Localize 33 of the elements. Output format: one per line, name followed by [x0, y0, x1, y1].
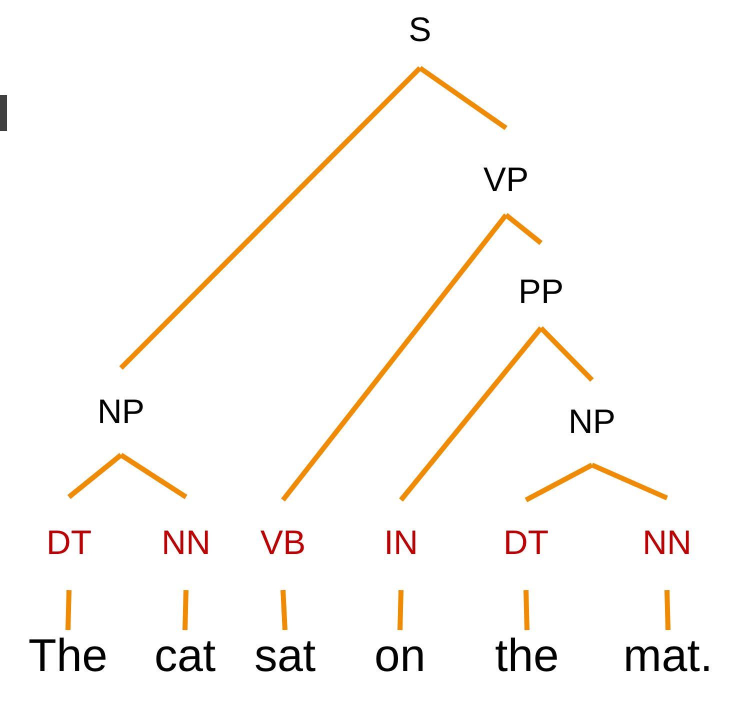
word-label: on	[374, 632, 426, 678]
tree-branch	[66, 590, 72, 630]
tag-label: DT	[503, 526, 549, 560]
phrase-label: S	[408, 13, 432, 47]
tree-branch	[280, 590, 288, 630]
tag-label: IN	[384, 526, 418, 560]
word-label: The	[28, 632, 108, 678]
tag-label: VB	[260, 526, 306, 560]
tag-label: NN	[642, 526, 692, 560]
tree-branch	[591, 462, 668, 500]
tag-label: DT	[46, 526, 92, 560]
tree-branch	[119, 66, 422, 370]
tree-branch	[504, 213, 543, 245]
tree-branch	[664, 590, 670, 630]
phrase-label: VP	[483, 163, 529, 197]
phrase-label: PP	[518, 275, 564, 309]
word-label: cat	[154, 632, 216, 678]
tree-branch	[67, 453, 123, 499]
tree-branch	[418, 66, 508, 130]
word-label: the	[495, 632, 559, 678]
tree-branch	[524, 462, 594, 502]
tag-label: NN	[161, 526, 211, 560]
tree-branch	[539, 326, 594, 382]
tree-branch	[399, 326, 543, 502]
word-label: mat.	[623, 632, 713, 678]
phrase-label: NP	[97, 395, 145, 429]
tree-branch	[281, 213, 508, 502]
tree-branch	[182, 590, 188, 630]
phrase-label: NP	[568, 405, 616, 439]
tree-branch	[120, 452, 188, 500]
tree-branch	[398, 590, 404, 630]
tree-branch	[524, 590, 530, 630]
word-label: sat	[254, 632, 316, 678]
